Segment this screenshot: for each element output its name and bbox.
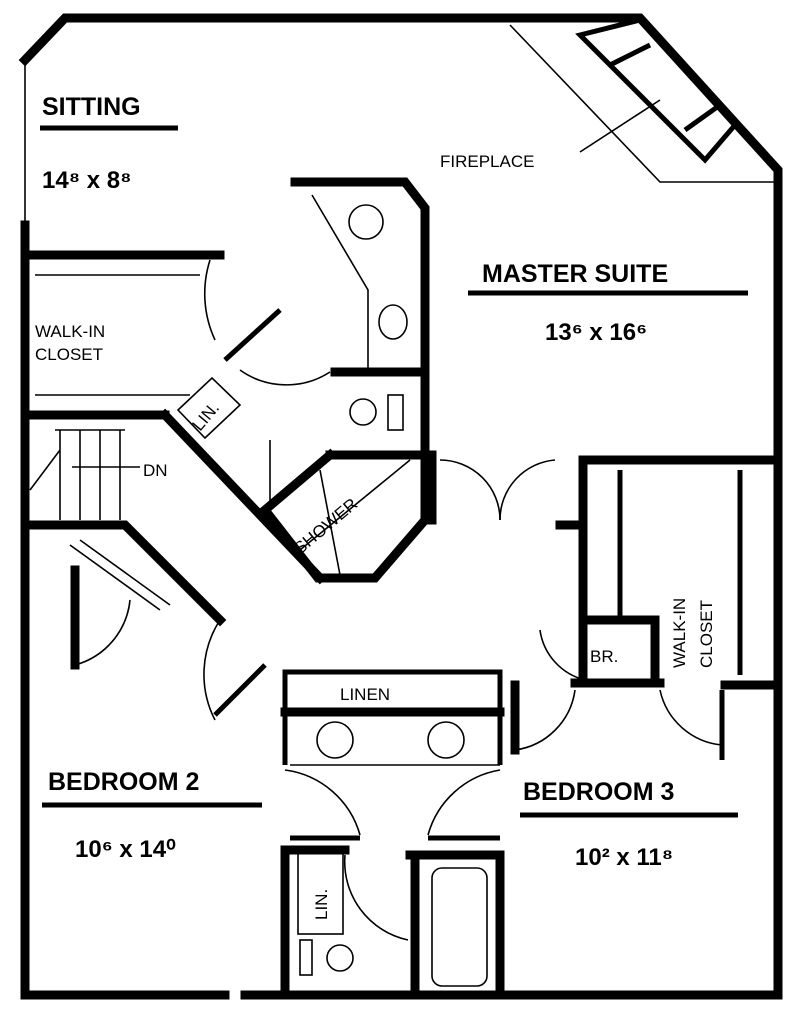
sitting-closet xyxy=(20,250,225,420)
broom-closet-label: BR. xyxy=(590,647,618,666)
room-name-bedroom2: BEDROOM 2 xyxy=(48,768,199,796)
bedroom2-walls xyxy=(20,520,267,721)
master-bath xyxy=(158,177,432,585)
walkin-closet-label: WALK-IN xyxy=(35,322,105,341)
room-labels: SITTING 14⁸ x 8⁸ FIREPLACE MASTER SUITE … xyxy=(35,93,748,920)
bath-linen-label: LIN. xyxy=(312,889,331,920)
room-size-bedroom2: 10⁶ x 14⁰ xyxy=(75,836,176,863)
fireplace xyxy=(509,17,778,183)
room-name-sitting: SITTING xyxy=(42,93,141,121)
fireplace-label: FIREPLACE xyxy=(440,152,534,171)
linen-label: LIN. xyxy=(189,398,224,434)
hall-bath xyxy=(280,669,505,1000)
room-size-sitting: 14⁸ x 8⁸ xyxy=(42,167,131,194)
stairs-down-label: DN xyxy=(143,461,168,480)
room-name-master-suite: MASTER SUITE xyxy=(482,260,668,288)
room-size-bedroom3: 10² x 11⁸ xyxy=(575,844,673,871)
walkin-closet-label-2: WALK-IN xyxy=(670,598,689,668)
walkin-closet-label: CLOSET xyxy=(35,345,103,364)
room-size-master-suite: 13⁶ x 16⁶ xyxy=(545,319,647,346)
linen-closet-label: LINEN xyxy=(340,685,390,704)
stairs xyxy=(29,429,140,520)
room-name-bedroom3: BEDROOM 3 xyxy=(523,778,674,806)
master-closet xyxy=(427,450,783,760)
walkin-closet-label-2b: CLOSET xyxy=(697,600,716,668)
